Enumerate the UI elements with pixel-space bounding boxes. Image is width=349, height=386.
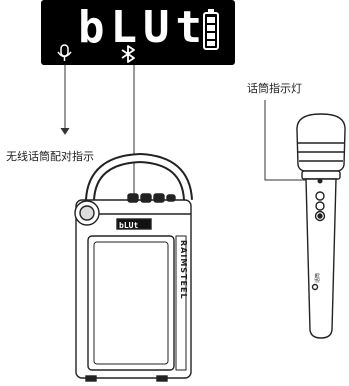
bluetooth-icon (121, 45, 135, 63)
display-panel: bLUt (41, 0, 235, 65)
leader-lines (60, 65, 309, 200)
speaker-lcd-text: bLUt (119, 221, 138, 230)
microphone (296, 113, 346, 339)
callout-mic-indicator-light: 话筒指示灯 (247, 81, 302, 95)
speaker: bLUt (74, 152, 193, 382)
mic-label-text: 话筒 (314, 273, 321, 283)
callout-wireless-mic-pairing: 无线话筒配对指示 (6, 149, 94, 163)
side-brand-text: RAIMSTEEL (179, 240, 188, 300)
display-text: bLUt (78, 2, 208, 53)
mic-icon (57, 44, 72, 61)
battery-icon (203, 9, 219, 50)
